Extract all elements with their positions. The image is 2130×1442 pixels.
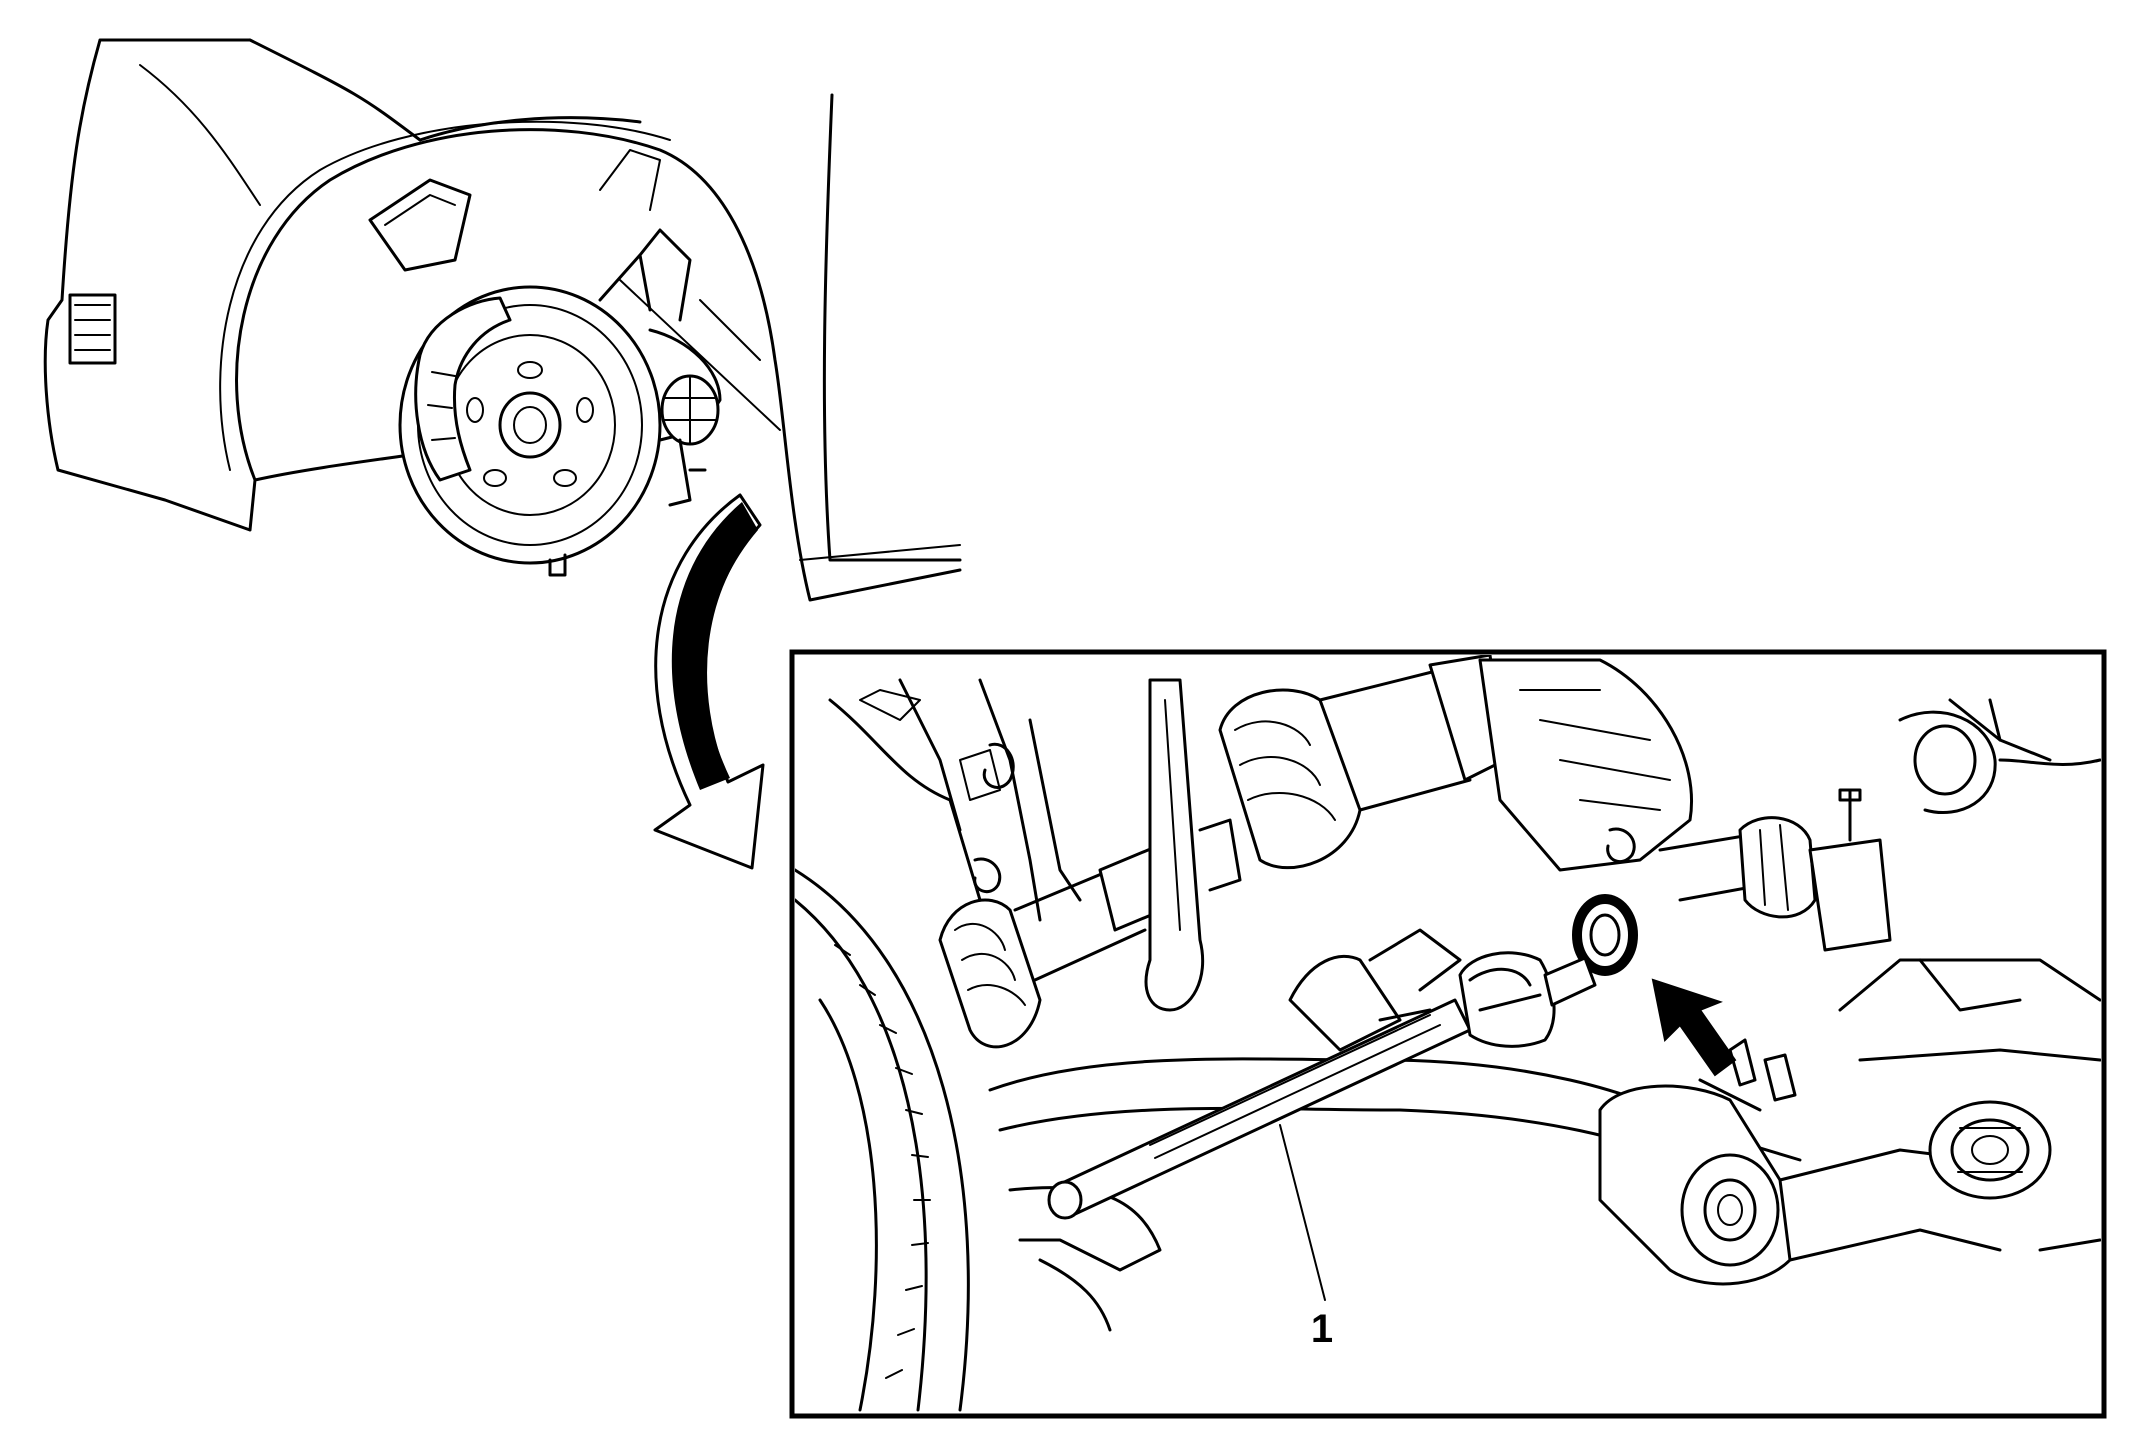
detail-inset: 1 xyxy=(789,649,2107,1419)
rear-mount xyxy=(1928,1100,2052,1200)
seal-ring xyxy=(1572,894,1638,976)
fog-lamp xyxy=(68,293,117,365)
curved-arrow-icon xyxy=(653,493,765,870)
vehicle-overview xyxy=(43,38,962,602)
callout-1-leader xyxy=(1279,1124,1326,1301)
control-arm-bushing xyxy=(1598,1084,1792,1286)
callout-1-label: 1 xyxy=(1311,1307,1333,1351)
wheel-well-arc xyxy=(235,128,962,602)
fender-outline xyxy=(43,38,642,532)
brake-caliper xyxy=(414,296,512,482)
tire xyxy=(795,868,970,1412)
splash-shield xyxy=(368,178,472,272)
direction-arrow-icon xyxy=(1651,978,1737,1077)
left-cv-boot xyxy=(938,898,1042,1049)
inner-tie-rod xyxy=(1047,951,1597,1220)
